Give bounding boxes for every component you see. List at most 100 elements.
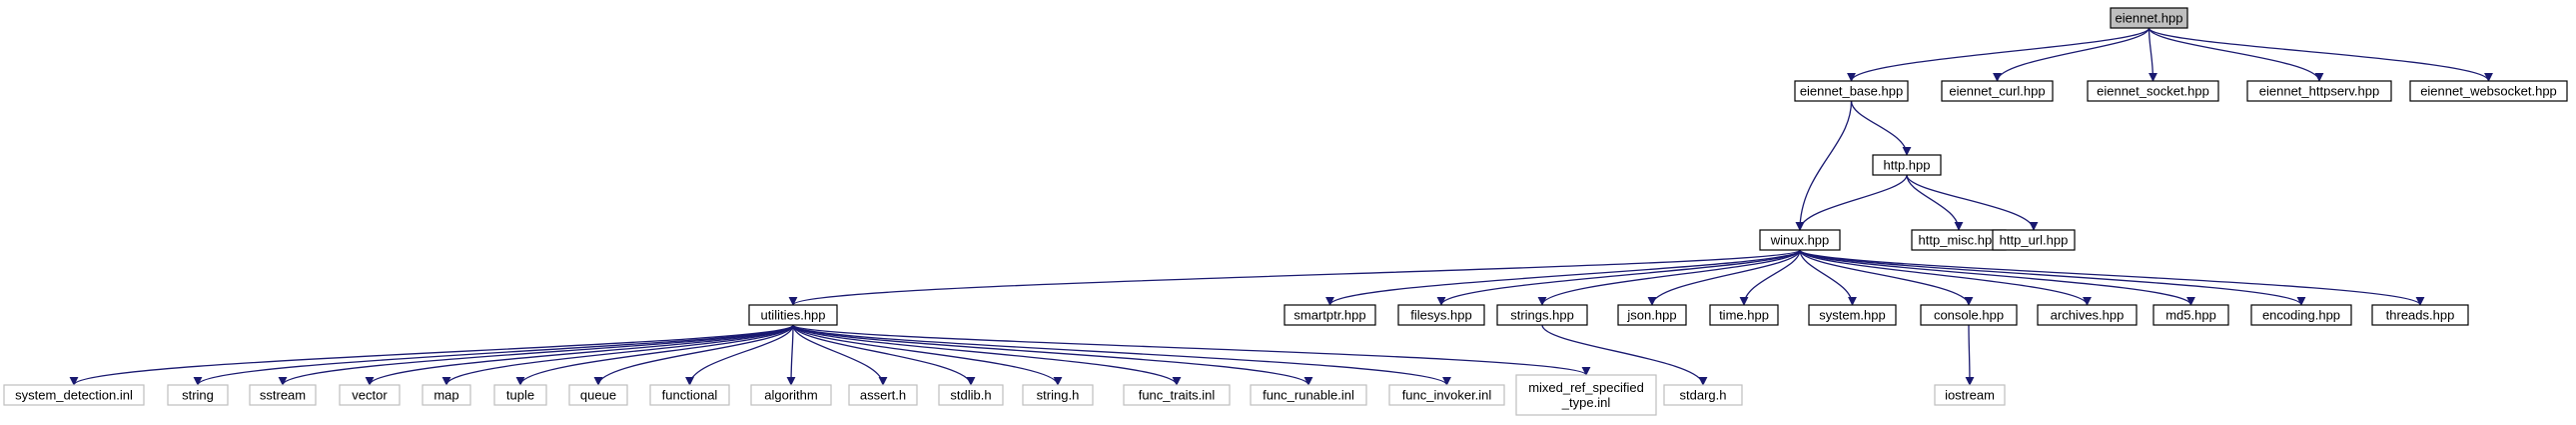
edge-eiennet_base-to-http bbox=[1850, 100, 1912, 156]
edge-eiennet_base-to-winux bbox=[1795, 100, 1853, 231]
node-string-h: string.h bbox=[1022, 384, 1094, 406]
node-queue: queue bbox=[568, 384, 628, 406]
node-label: string.h bbox=[1037, 388, 1080, 403]
node-time[interactable]: time.hpp bbox=[1709, 304, 1779, 326]
node-func-traits: func_traits.inl bbox=[1123, 384, 1231, 406]
node-box bbox=[848, 384, 918, 406]
edge-utilities-to-sstream bbox=[278, 324, 794, 386]
edge-utilities-to-map bbox=[441, 324, 794, 386]
node-strings[interactable]: strings.hpp bbox=[1496, 304, 1588, 326]
node-label: queue bbox=[580, 388, 616, 403]
node-box bbox=[938, 384, 1004, 406]
edge-console-to-iostream bbox=[1965, 324, 1975, 386]
node-http[interactable]: http.hpp bbox=[1872, 154, 1942, 176]
edge-eiennet-to-eiennet_curl bbox=[1993, 27, 2150, 82]
node-filesys[interactable]: filesys.hpp bbox=[1397, 304, 1485, 326]
node-label: vector bbox=[352, 388, 388, 403]
edge-utilities-to-func_runable bbox=[792, 324, 1313, 386]
edge-utilities-to-stdlib bbox=[792, 324, 976, 386]
edge-utilities-to-func_traits bbox=[792, 324, 1182, 386]
node-func-invoker: func_invoker.inl bbox=[1388, 384, 1505, 406]
edge-eiennet-to-eiennet_base bbox=[1847, 27, 2150, 82]
node-eiennet[interactable]: eiennet.hpp bbox=[2110, 7, 2188, 29]
edge-utilities-to-system_detection bbox=[69, 324, 794, 386]
node-algorithm: algorithm bbox=[750, 384, 832, 406]
node-eiennet-base[interactable]: eiennet_base.hpp bbox=[1794, 80, 1909, 102]
node-label: iostream bbox=[1945, 388, 1995, 403]
node-encoding[interactable]: encoding.hpp bbox=[2250, 304, 2352, 326]
node-box bbox=[2371, 304, 2469, 326]
node-label: string bbox=[182, 388, 214, 403]
node-box bbox=[339, 384, 401, 406]
node-md5[interactable]: md5.hpp bbox=[2152, 304, 2229, 326]
node-console[interactable]: console.hpp bbox=[1920, 304, 2018, 326]
node-box bbox=[1496, 304, 1588, 326]
node-box bbox=[3, 384, 145, 406]
node-box bbox=[748, 304, 838, 326]
node-eiennet-curl[interactable]: eiennet_curl.hpp bbox=[1941, 80, 2054, 102]
node-eiennet-socket[interactable]: eiennet_socket.hpp bbox=[2087, 80, 2219, 102]
edge-winux-to-encoding bbox=[1799, 249, 2306, 306]
node-http-misc[interactable]: http_misc.hpp bbox=[1911, 229, 2007, 251]
node-box bbox=[1794, 80, 1909, 102]
edge-http-to-http_url bbox=[1906, 174, 2039, 231]
node-box bbox=[2152, 304, 2229, 326]
node-label: functional bbox=[662, 388, 718, 403]
edge-utilities-to-string bbox=[193, 324, 794, 386]
node-label: system.hpp bbox=[1819, 308, 1885, 323]
node-system[interactable]: system.hpp bbox=[1808, 304, 1897, 326]
edge-utilities-to-mixed_ref bbox=[792, 324, 1591, 376]
node-label: func_runable.inl bbox=[1263, 388, 1354, 403]
node-system-detection: system_detection.inl bbox=[3, 384, 145, 406]
node-label: console.hpp bbox=[1934, 308, 2004, 323]
node-sstream: sstream bbox=[249, 384, 317, 406]
node-box bbox=[1992, 229, 2076, 251]
node-label: func_traits.inl bbox=[1139, 388, 1216, 403]
node-label: stdlib.h bbox=[950, 388, 991, 403]
node-label: encoding.hpp bbox=[2262, 308, 2340, 323]
edge-winux-to-md5 bbox=[1799, 249, 2195, 306]
node-json[interactable]: json.hpp bbox=[1617, 304, 1687, 326]
node-label: http_misc.hpp bbox=[1919, 233, 2000, 248]
node-label: eiennet_httpserv.hpp bbox=[2259, 84, 2379, 99]
node-smartptr[interactable]: smartptr.hpp bbox=[1284, 304, 1376, 326]
node-archives[interactable]: archives.hpp bbox=[2037, 304, 2138, 326]
dependency-edges bbox=[69, 27, 2493, 386]
edge-eiennet-to-eiennet_socket bbox=[2147, 27, 2157, 82]
node-http-url[interactable]: http_url.hpp bbox=[1992, 229, 2076, 251]
edge-winux-to-time bbox=[1739, 249, 1801, 306]
node-label: mixed_ref_specified bbox=[1528, 380, 1644, 395]
node-threads[interactable]: threads.hpp bbox=[2371, 304, 2469, 326]
node-utilities[interactable]: utilities.hpp bbox=[748, 304, 838, 326]
node-eiennet-httpserv[interactable]: eiennet_httpserv.hpp bbox=[2246, 80, 2392, 102]
node-label: system_detection.inl bbox=[15, 388, 133, 403]
edge-utilities-to-vector bbox=[365, 324, 794, 386]
node-eiennet-websocket[interactable]: eiennet_websocket.hpp bbox=[2409, 80, 2568, 102]
edge-winux-to-archives bbox=[1799, 249, 2092, 306]
edge-utilities-to-tuple bbox=[515, 324, 794, 386]
node-box bbox=[493, 384, 547, 406]
node-assert: assert.h bbox=[848, 384, 918, 406]
node-box bbox=[1663, 384, 1743, 406]
node-box bbox=[2087, 80, 2219, 102]
edge-winux-to-system bbox=[1799, 249, 1857, 306]
node-label: assert.h bbox=[860, 388, 906, 403]
node-map: map bbox=[422, 384, 471, 406]
node-box bbox=[750, 384, 832, 406]
edge-strings-to-stdarg bbox=[1541, 324, 1708, 386]
node-box bbox=[1920, 304, 2018, 326]
node-winux[interactable]: winux.hpp bbox=[1759, 229, 1841, 251]
edge-winux-to-strings bbox=[1537, 249, 1801, 306]
edge-eiennet-to-eiennet_websocket bbox=[2147, 27, 2493, 82]
edge-http-to-winux bbox=[1795, 174, 1908, 231]
node-box bbox=[568, 384, 628, 406]
node-label: winux.hpp bbox=[1770, 233, 1830, 248]
node-label: json.hpp bbox=[1626, 308, 1676, 323]
node-label: stdarg.h bbox=[1680, 388, 1727, 403]
node-tuple: tuple bbox=[493, 384, 547, 406]
edge-eiennet-to-eiennet_httpserv bbox=[2147, 27, 2324, 82]
edge-winux-to-json bbox=[1647, 249, 1801, 306]
node-stdarg: stdarg.h bbox=[1663, 384, 1743, 406]
node-box bbox=[1941, 80, 2054, 102]
